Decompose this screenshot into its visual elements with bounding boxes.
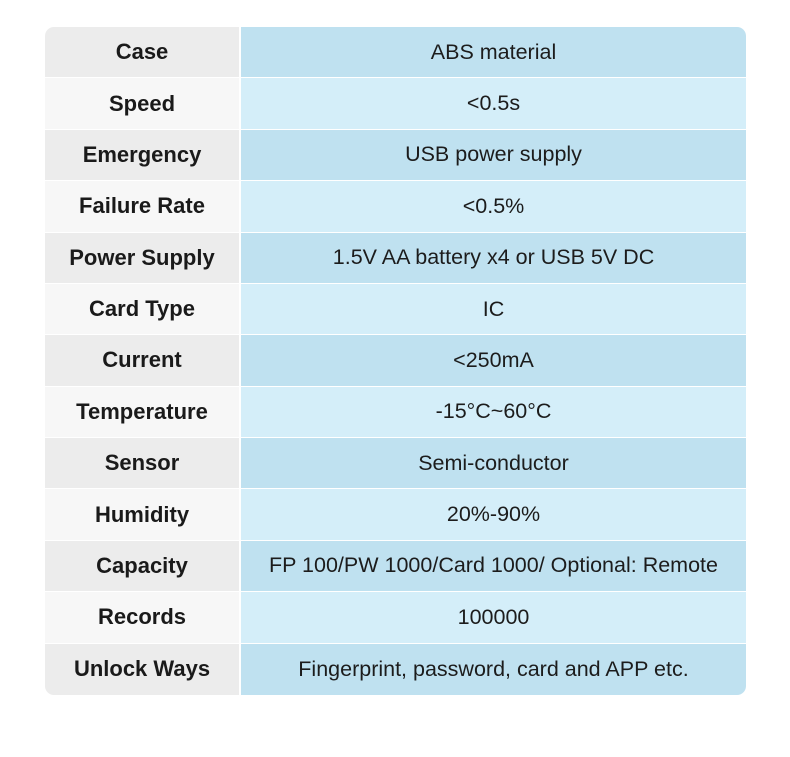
spec-value: Fingerprint, password, card and APP etc. [241,643,746,695]
spec-row-case: Case ABS material [45,27,746,79]
spec-value: 100000 [241,592,746,643]
spec-label: Card Type [45,283,241,335]
spec-row-sensor: Sensor Semi-conductor [45,438,746,490]
spec-label: Records [45,592,241,643]
spec-label: Sensor [45,438,241,489]
spec-value: 1.5V AA battery x4 or USB 5V DC [241,232,746,283]
spec-row-power-supply: Power Supply 1.5V AA battery x4 or USB 5… [45,232,746,284]
spec-row-card-type: Card Type IC [45,283,746,336]
spec-row-speed: Speed <0.5s [45,78,746,130]
spec-label: Current [45,335,241,386]
spec-value: <0.5% [241,181,746,232]
spec-row-emergency: Emergency USB power supply [45,129,746,182]
spec-row-current: Current <250mA [45,335,746,387]
spec-label: Case [45,27,241,78]
spec-label: Temperature [45,386,241,437]
spec-label: Emergency [45,129,241,181]
spec-row-temperature: Temperature -15°C~60°C [45,386,746,438]
spec-row-capacity: Capacity FP 100/PW 1000/Card 1000/ Optio… [45,540,746,593]
spec-label: Power Supply [45,232,241,283]
spec-label: Capacity [45,540,241,592]
spec-value: -15°C~60°C [241,386,746,437]
spec-value: 20%-90% [241,489,746,540]
spec-value: <250mA [241,335,746,386]
spec-row-records: Records 100000 [45,592,746,644]
spec-label: Failure Rate [45,181,241,232]
spec-row-unlock-ways: Unlock Ways Fingerprint, password, card … [45,643,746,695]
spec-row-humidity: Humidity 20%-90% [45,489,746,541]
spec-value: <0.5s [241,78,746,129]
spec-value: Semi-conductor [241,438,746,489]
spec-label: Humidity [45,489,241,540]
spec-value: ABS material [241,27,746,78]
spec-table: Case ABS material Speed <0.5s Emergency … [45,27,746,695]
spec-value: IC [241,283,746,335]
spec-row-failure-rate: Failure Rate <0.5% [45,181,746,233]
spec-label: Unlock Ways [45,643,241,695]
spec-label: Speed [45,78,241,129]
spec-value: FP 100/PW 1000/Card 1000/ Optional: Remo… [241,540,746,592]
spec-value: USB power supply [241,129,746,181]
